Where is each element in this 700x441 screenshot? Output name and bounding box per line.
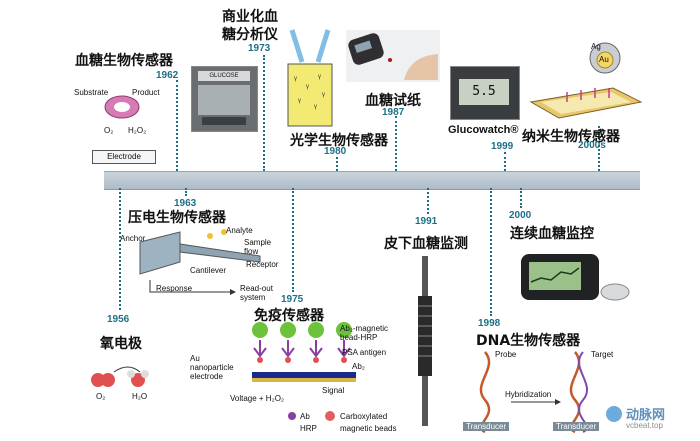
timeline-bar xyxy=(104,171,640,190)
event-1973-title-line2: 糖分析仪 xyxy=(222,27,278,43)
event-1973-year: 1973 xyxy=(248,43,271,54)
svg-text:γ: γ xyxy=(294,76,297,82)
au-electrode-label-3: electrode xyxy=(190,372,223,381)
event-1956-year: 1956 xyxy=(107,314,130,325)
signal-label: Signal xyxy=(322,386,345,395)
event-1999-year: 1999 xyxy=(491,141,514,152)
glucose-analyzer-photo: GLUCOSE xyxy=(191,66,258,132)
h2o-bottom-label: H₂O xyxy=(132,392,148,401)
receptor-label: Receptor xyxy=(246,260,279,269)
hybridization-label: Hybridization xyxy=(505,390,552,399)
event-1975-title: 免疫传感器 xyxy=(254,308,324,324)
event-1956-title: 氧电极 xyxy=(100,336,142,352)
psa-antigen-label: PSA antigen xyxy=(342,348,387,357)
event-1987-year: 1987 xyxy=(382,107,405,118)
event-1987-title: 血糖试纸 xyxy=(365,93,421,109)
ab2-label: Ab₂ xyxy=(352,362,365,371)
subcutaneous-sensor-image xyxy=(410,256,440,434)
enzyme-electrode-diagram: Substrate Product O₂ H₂O₂ Electrode xyxy=(74,88,174,168)
connector-2000 xyxy=(520,188,522,208)
enzyme-icon xyxy=(104,95,140,119)
response-label: Response xyxy=(156,284,193,293)
o2-bottom-label: O₂ xyxy=(96,392,106,401)
sample-flow-label-1: Sample xyxy=(244,238,272,247)
electrode-label: Electrode xyxy=(92,150,156,164)
connector-1999 xyxy=(504,152,506,171)
watermark-site: vcbeat.top xyxy=(626,421,663,430)
event-1991-year: 1991 xyxy=(415,216,438,227)
connector-1987 xyxy=(395,116,397,171)
svg-text:γ: γ xyxy=(306,84,309,90)
glucowatch-label: Glucowatch® xyxy=(448,124,519,136)
probe-label: Probe xyxy=(495,350,517,359)
immunosensor-diagram: Ab₂-magnetic bead-HRP PSA antigen Ab₂ Au… xyxy=(190,320,400,436)
event-1963-title: 压电生物传感器 xyxy=(128,210,226,226)
target-label: Target xyxy=(591,350,614,359)
event-1975-year: 1975 xyxy=(281,294,304,305)
dna-biosensor-diagram: Probe Target Hybridization Transducer Tr… xyxy=(455,348,635,436)
glucowatch-display: 5.5 xyxy=(459,79,509,105)
event-1998-year: 1998 xyxy=(478,318,501,329)
event-1991-title: 皮下血糖监测 xyxy=(384,236,468,252)
ag-label: Ag xyxy=(591,42,601,51)
event-2000-year: 2000 xyxy=(509,210,532,221)
connector-1963 xyxy=(185,188,187,196)
svg-text:γ: γ xyxy=(322,92,325,98)
au-electrode-label-2: nanoparticle xyxy=(190,363,234,372)
glucowatch-photo: 5.5 xyxy=(450,66,520,120)
product-label: Product xyxy=(132,88,160,97)
readout-label-1: Read-out xyxy=(240,284,273,293)
readout-label-2: system xyxy=(240,293,266,302)
analyte-label: Analyte xyxy=(226,226,253,235)
legend-hrp-label: HRP xyxy=(300,424,317,433)
watermark-name: 动脉网 xyxy=(626,408,666,423)
svg-text:γ: γ xyxy=(298,98,301,104)
connector-2000s xyxy=(598,126,600,171)
event-1962-year: 1962 xyxy=(156,70,179,81)
connector-1998 xyxy=(490,188,492,316)
connector-1980 xyxy=(336,157,338,171)
cantilever-diagram: Anchor Analyte Sample flow Receptor Cant… xyxy=(120,222,290,308)
au-electrode-label-1: Au xyxy=(190,354,200,363)
event-1963-year: 1963 xyxy=(174,198,197,209)
test-strip-photo xyxy=(346,30,440,82)
transducer-label-2: Transducer xyxy=(553,422,600,431)
analyzer-label: GLUCOSE xyxy=(198,71,250,81)
connector-1975 xyxy=(292,188,294,292)
anchor-label: Anchor xyxy=(120,234,146,243)
event-2000s-title: 纳米生物传感器 xyxy=(522,129,620,145)
watermark: 动脉网 vcbeat.top xyxy=(606,404,696,434)
connector-1973 xyxy=(263,55,265,171)
au-label: Au xyxy=(599,55,609,64)
svg-text:γ: γ xyxy=(318,74,321,80)
connector-1956 xyxy=(119,188,121,310)
svg-text:γ: γ xyxy=(314,104,317,110)
h2o2-label: H₂O₂ xyxy=(128,126,147,135)
event-1973-title-line1: 商业化血 xyxy=(222,9,278,25)
event-2000-title: 连续血糖监控 xyxy=(510,226,594,242)
ab2-hrp-label-1: Ab₂-magnetic xyxy=(340,324,389,333)
watermark-logo-icon xyxy=(606,406,622,422)
event-1962-title: 血糖生物传感器 xyxy=(75,53,173,69)
transducer-label-1: Transducer xyxy=(463,422,510,431)
voltage-label: Voltage + H₂O₂ xyxy=(230,394,285,403)
legend-beads-label-2: magnetic beads xyxy=(340,424,397,433)
event-1980-title: 光学生物传感器 xyxy=(290,133,388,149)
event-2000s-year: 2000s xyxy=(578,140,606,151)
ab2-hrp-label-2: bead-HRP xyxy=(340,333,378,342)
cantilever-label: Cantilever xyxy=(190,266,227,275)
sample-flow-label-2: flow xyxy=(244,247,259,256)
o2-label: O₂ xyxy=(104,126,114,135)
oxygen-electrode-illustration: O₂ H₂O xyxy=(88,364,158,406)
nanosensor-illustration: Ag Au xyxy=(527,40,645,120)
event-1980-year: 1980 xyxy=(324,146,347,157)
legend-beads-label-1: Carboxylated xyxy=(340,412,388,421)
connector-1962 xyxy=(176,80,178,171)
legend-ab-label: Ab xyxy=(300,412,310,421)
cgm-device-photo xyxy=(515,248,635,308)
event-1998-title: DNA生物传感器 xyxy=(476,333,581,349)
substrate-label: Substrate xyxy=(74,88,109,97)
connector-1991 xyxy=(427,188,429,214)
